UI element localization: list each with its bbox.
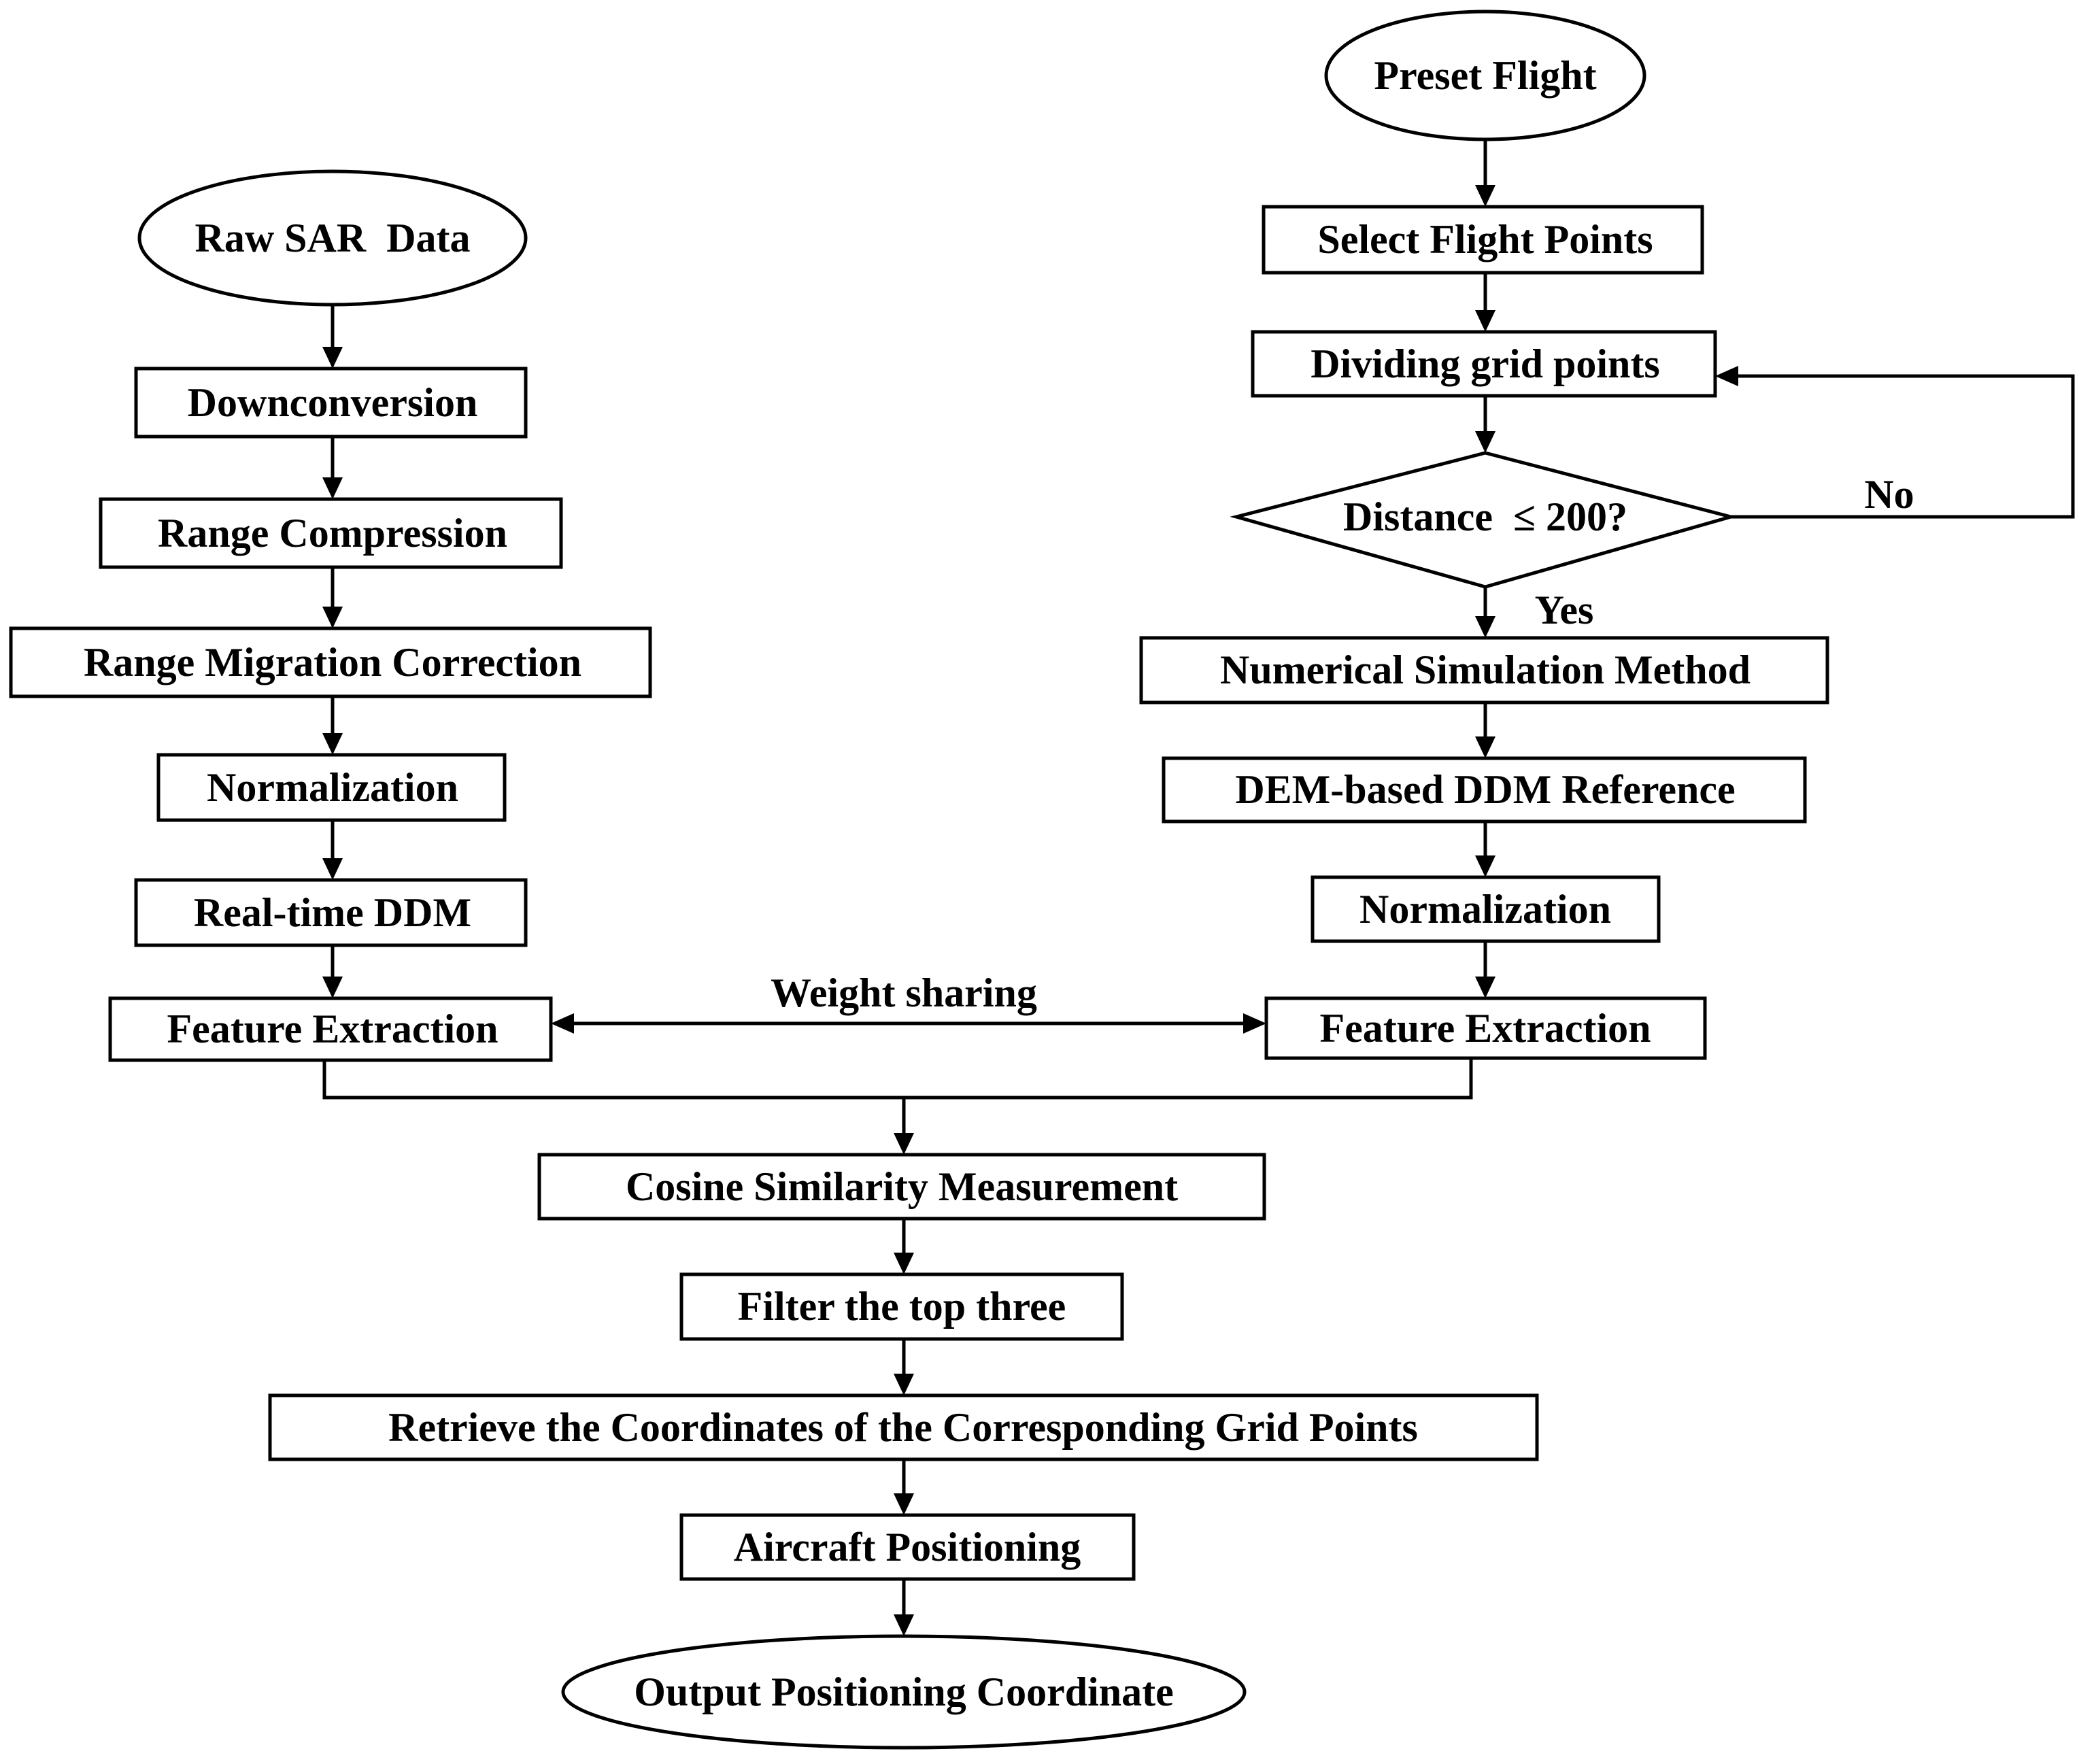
arrowhead	[322, 347, 343, 369]
arrowhead	[1715, 366, 1738, 386]
arrowhead	[1475, 431, 1495, 453]
range-compression-label: Range Compression	[158, 511, 507, 556]
right-normalization-label: Normalization	[1359, 887, 1611, 932]
left-normalization-label: Normalization	[207, 765, 458, 810]
distance-decision-label: Distance ≤ 200?	[1343, 494, 1627, 539]
arrowhead	[322, 977, 343, 998]
preset-flight-node: Preset Flight	[1324, 10, 1646, 141]
realtime-ddm-node: Real-time DDM	[134, 878, 528, 947]
right-normalization-node: Normalization	[1311, 875, 1661, 943]
arrowhead	[1475, 977, 1495, 998]
edge-merge	[322, 1058, 1473, 1100]
range-migration-correction-label: Range Migration Correction	[84, 640, 581, 685]
dem-ddm-reference-label: DEM-based DDM Reference	[1235, 767, 1735, 812]
arrowhead	[322, 607, 343, 628]
realtime-ddm-label: Real-time DDM	[194, 890, 471, 935]
edge-no-loop	[1731, 374, 2075, 519]
cosine-similarity-node: Cosine Similarity Measurement	[537, 1153, 1266, 1221]
aircraft-positioning-label: Aircraft Positioning	[734, 1525, 1081, 1570]
arrowhead	[894, 1614, 914, 1636]
filter-top-three-node: Filter the top three	[679, 1272, 1124, 1341]
retrieve-coordinates-node: Retrieve the Coordinates of the Correspo…	[268, 1393, 1539, 1461]
yes-branch-label: Yes	[1535, 588, 1594, 632]
arrowhead	[1243, 1013, 1266, 1034]
arrowhead	[1475, 616, 1495, 638]
arrowheads	[322, 185, 1738, 1636]
output-positioning-label: Output Positioning Coordinate	[634, 1669, 1173, 1714]
distance-decision-node: Distance ≤ 200?	[1230, 451, 1738, 589]
no-branch-label: No	[1864, 472, 1914, 517]
dividing-grid-points-node: Dividing grid points	[1251, 330, 1717, 398]
arrowhead	[894, 1133, 914, 1155]
left-feature-extraction-label: Feature Extraction	[167, 1006, 498, 1051]
numerical-simulation-node: Numerical Simulation Method	[1139, 636, 1829, 705]
raw-sar-data-node: Raw SAR Data	[137, 169, 528, 307]
select-flight-points-node: Select Flight Points	[1262, 205, 1704, 275]
output-positioning-node: Output Positioning Coordinate	[561, 1634, 1247, 1750]
left-normalization-node: Normalization	[156, 753, 507, 822]
dem-ddm-reference-node: DEM-based DDM Reference	[1162, 756, 1807, 824]
arrowhead	[1475, 855, 1495, 877]
aircraft-positioning-node: Aircraft Positioning	[679, 1513, 1136, 1581]
arrowhead	[894, 1374, 914, 1395]
right-feature-extraction-label: Feature Extraction	[1319, 1006, 1651, 1051]
arrowhead	[1475, 310, 1495, 332]
range-migration-correction-node: Range Migration Correction	[9, 626, 652, 698]
weight-sharing-label: Weight sharing	[771, 970, 1037, 1015]
downconversion-node: Downconversion	[134, 367, 528, 439]
arrowhead	[1475, 185, 1495, 207]
select-flight-points-label: Select Flight Points	[1317, 217, 1653, 262]
arrowhead	[322, 733, 343, 755]
downconversion-label: Downconversion	[188, 380, 478, 425]
numerical-simulation-label: Numerical Simulation Method	[1220, 647, 1751, 692]
arrowhead	[894, 1493, 914, 1515]
arrowhead	[1475, 736, 1495, 758]
filter-top-three-label: Filter the top three	[738, 1284, 1066, 1329]
raw-sar-data-label: Raw SAR Data	[195, 216, 471, 260]
range-compression-node: Range Compression	[99, 497, 563, 569]
preset-flight-label: Preset Flight	[1374, 53, 1596, 98]
connectors	[322, 139, 2075, 1621]
arrowhead	[322, 477, 343, 499]
arrowhead	[322, 858, 343, 880]
arrowhead	[894, 1253, 914, 1274]
retrieve-coordinates-label: Retrieve the Coordinates of the Correspo…	[388, 1405, 1418, 1450]
right-feature-extraction-node: Feature Extraction	[1264, 996, 1707, 1060]
cosine-similarity-label: Cosine Similarity Measurement	[626, 1164, 1178, 1209]
left-feature-extraction-node: Feature Extraction	[108, 996, 553, 1062]
dividing-grid-points-label: Dividing grid points	[1311, 341, 1660, 386]
arrowhead	[551, 1013, 574, 1034]
